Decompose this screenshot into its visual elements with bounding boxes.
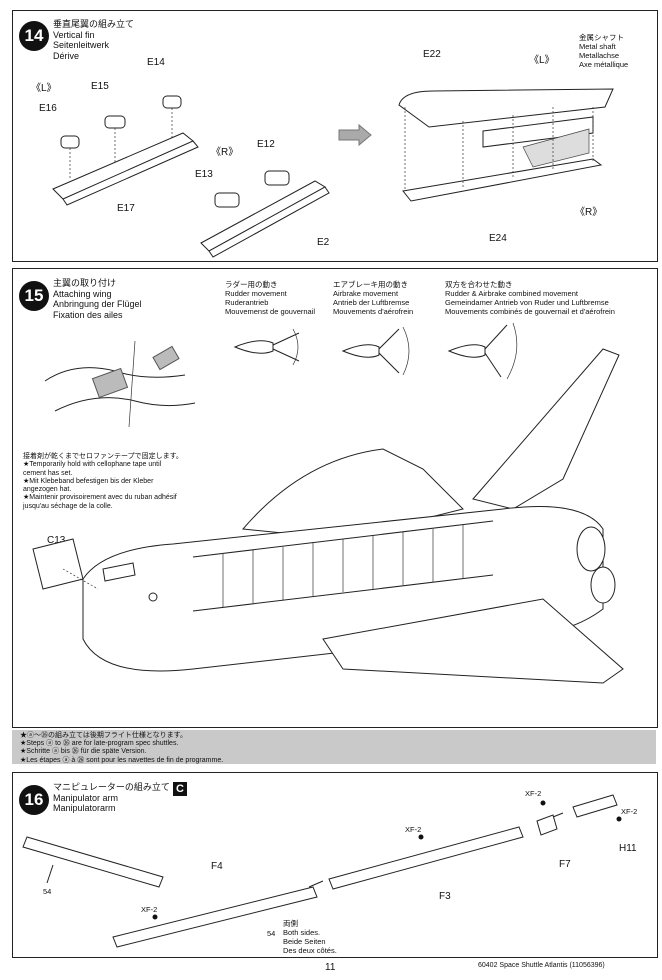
label-C13: C13 (47, 535, 66, 546)
sprue-c-badge: C (173, 782, 187, 796)
rudder-movement-icon (233, 328, 300, 366)
label-R-2: 《R》 (575, 207, 603, 218)
label-F3: F3 (439, 891, 451, 902)
step-title: 主翼の取り付け Attaching wing Anbringung der Fl… (53, 278, 142, 320)
airbrake-movement-icon (341, 326, 410, 376)
airbrake-movement-label: エアブレーキ用の動き Airbrake movement Antrieb der… (333, 280, 414, 316)
step-number: 14 (19, 21, 49, 51)
label-E24: E24 (489, 233, 507, 244)
label-E2: E2 (317, 237, 330, 248)
label-E17: E17 (117, 203, 135, 214)
step-16-panel: 16 マニピュレーターの組み立て Manipulator arm Manipul… (12, 772, 658, 958)
label-F4: F4 (211, 861, 223, 872)
step-title: 垂直尾翼の組み立て Vertical fin Seitenleitwerk Dé… (53, 19, 135, 61)
metal-shaft-label: 金属シャフト Metal shaft Metallachse Axe métal… (579, 33, 629, 69)
hands-taping-drawing (44, 340, 196, 428)
paint-label-xf2: XF-2 (525, 789, 542, 798)
assembled-fin-drawing (398, 88, 614, 202)
label-54: 54 (43, 887, 52, 896)
step-title: マニピュレーターの組み立て Manipulator arm Manipulato… (53, 782, 170, 813)
paint-label-xf2: XF-2 (621, 807, 638, 816)
left-fin-parts-drawing (52, 95, 199, 206)
late-program-note-banner: ★ⓐ～㉖の組み立ては後期フライト仕様となります。 ★Steps ⓐ to ㉖ a… (12, 730, 656, 764)
shuttle-drawing (32, 348, 624, 684)
both-sides-note: 両側 Both sides. Beide Seiten Des deux côt… (283, 919, 337, 955)
paint-label-xf2: XF-2 (405, 825, 422, 834)
label-54: 54 (267, 929, 276, 938)
label-F7: F7 (559, 859, 571, 870)
label-R: 《R》 (211, 147, 239, 158)
rudder-movement-label: ラダー用の動き Rudder movement Ruderantrieb Mou… (225, 280, 316, 316)
step-14-panel: 14 垂直尾翼の組み立て Vertical fin Seitenleitwerk… (12, 10, 658, 262)
kit-code: 60402 Space Shuttle Atlantis (11056396) (478, 962, 605, 969)
label-E12: E12 (257, 139, 275, 150)
label-L-2: 《L》 (529, 55, 555, 66)
tape-note: 接着剤が乾くまでセロファンテープで固定します。 ★Temporarily hol… (23, 453, 183, 510)
step-number: 16 (19, 785, 49, 815)
label-E14: E14 (147, 57, 165, 68)
arrow-icon (338, 123, 372, 147)
label-E22: E22 (423, 49, 441, 60)
combined-movement-icon (447, 322, 518, 380)
label-L: 《L》 (31, 83, 57, 94)
step-number: 15 (19, 281, 49, 311)
label-E16: E16 (39, 103, 57, 114)
label-E13: E13 (195, 169, 213, 180)
step-15-panel: 15 主翼の取り付け Attaching wing Anbringung der… (12, 268, 658, 728)
right-fin-parts-drawing (200, 170, 330, 258)
paint-label-xf2: XF-2 (141, 905, 158, 914)
combined-movement-label: 双方を合わせた動き Rudder & Airbrake combined mov… (445, 280, 615, 316)
label-H11: H11 (619, 843, 637, 854)
page-number: 11 (325, 962, 336, 973)
label-E15: E15 (91, 81, 109, 92)
manipulator-arm-drawing (22, 794, 622, 948)
